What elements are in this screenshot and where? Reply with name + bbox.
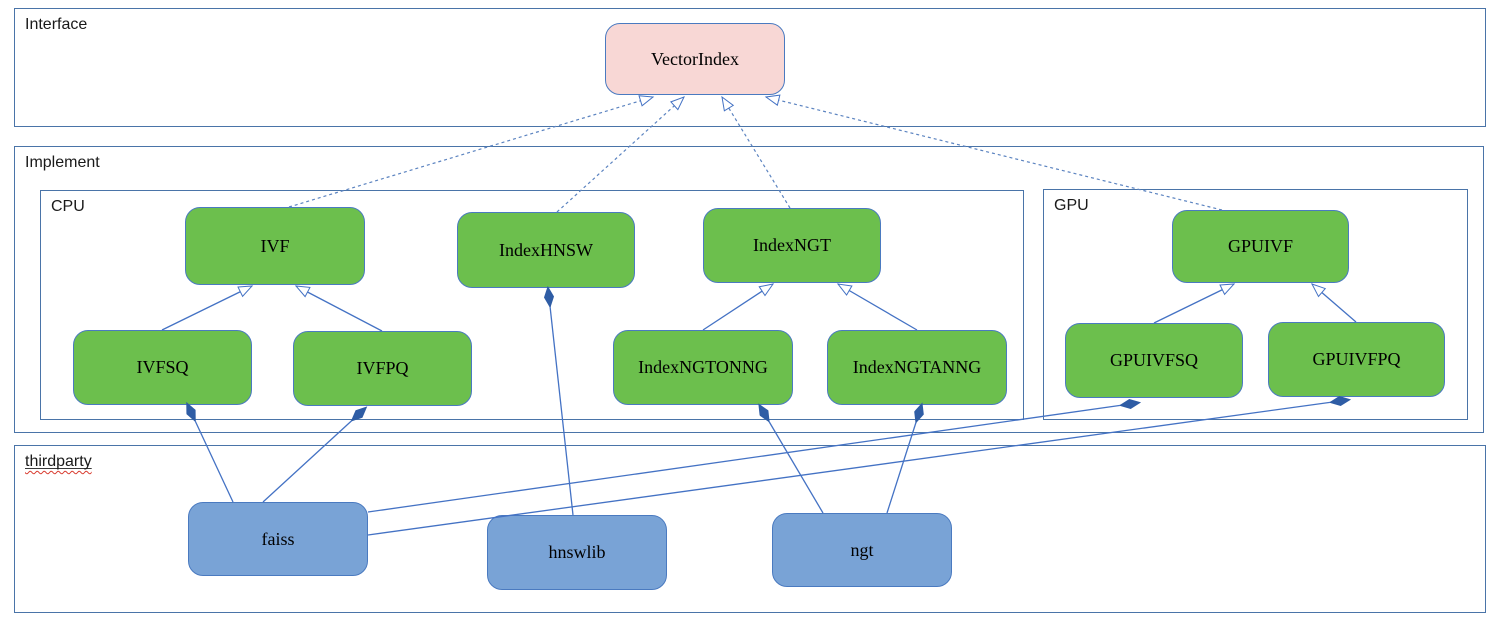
interface-group-label: Interface: [25, 16, 88, 33]
node-hnswlib: hnswlib: [487, 515, 667, 590]
node-indexngtanng: IndexNGTANNG: [827, 330, 1007, 405]
node-gpuivfsq: GPUIVFSQ: [1065, 323, 1243, 398]
node-indexngtonng: IndexNGTONNG: [613, 330, 793, 405]
thirdparty-group-label: thirdparty: [25, 453, 92, 471]
implement-group-label: Implement: [25, 154, 100, 171]
node-indexngt: IndexNGT: [703, 208, 881, 283]
node-ngt: ngt: [772, 513, 952, 587]
node-faiss: faiss: [188, 502, 368, 576]
node-gpuivfpq: GPUIVFPQ: [1268, 322, 1445, 397]
node-ivfpq: IVFPQ: [293, 331, 472, 406]
node-indexhnsw: IndexHNSW: [457, 212, 635, 288]
node-ivf: IVF: [185, 207, 365, 285]
node-ivfsq: IVFSQ: [73, 330, 252, 405]
gpu-group-label: GPU: [1054, 197, 1089, 214]
thirdparty-group-label-text: thirdparty: [25, 453, 92, 470]
cpu-group-label: CPU: [51, 198, 85, 215]
node-gpuivf: GPUIVF: [1172, 210, 1349, 283]
node-vectorindex: VectorIndex: [605, 23, 785, 95]
